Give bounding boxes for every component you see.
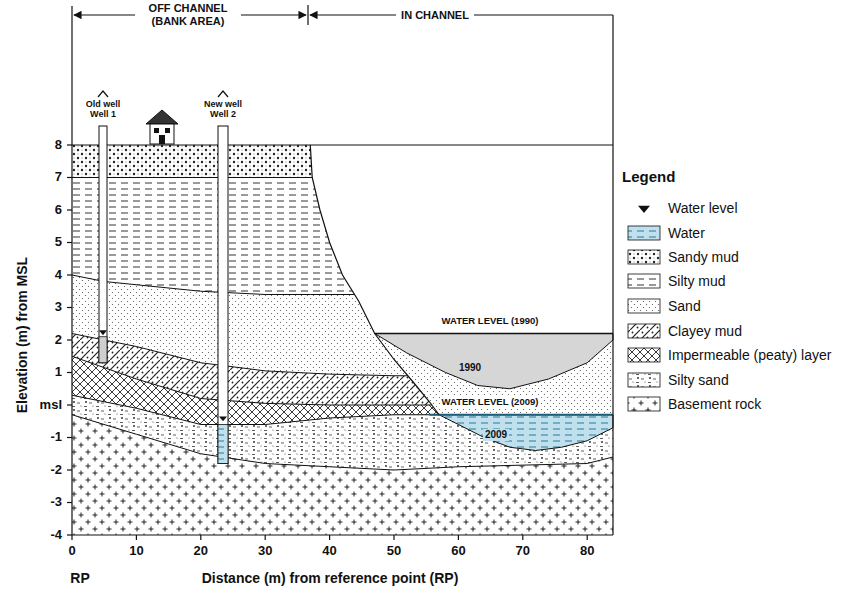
well xyxy=(218,91,228,464)
annotation-label: 2009 xyxy=(483,429,509,441)
ground-top-line xyxy=(72,145,613,146)
layer-boundary xyxy=(72,275,613,295)
legend-swatch xyxy=(628,226,660,240)
annotation-label: Legend xyxy=(622,168,675,185)
legend-swatch xyxy=(628,397,660,411)
legend-label: Basement rock xyxy=(668,396,761,412)
extent-arrow xyxy=(241,14,306,15)
well-cap-arrow xyxy=(98,91,108,97)
axis-tick-label: 1 xyxy=(55,365,62,380)
axis-tick-label: 80 xyxy=(580,544,594,559)
legend-swatch xyxy=(628,250,660,264)
axis-tick-label: 6 xyxy=(55,203,62,218)
axis-tick-label: 7 xyxy=(55,170,62,185)
annotation-label: Old well Well 1 xyxy=(81,99,125,120)
legend-label: Sandy mud xyxy=(668,249,739,265)
legend-label: Clayey mud xyxy=(668,323,742,339)
water-level-line xyxy=(429,414,613,416)
axis-tick-label: 4 xyxy=(55,268,62,283)
legend-swatch xyxy=(628,348,660,362)
legend-label: Water xyxy=(668,225,705,241)
channel-1990 xyxy=(375,334,613,389)
legend-swatch xyxy=(628,299,660,313)
axis-tick-label: 3 xyxy=(55,300,62,315)
axis-tick-label: 8 xyxy=(55,138,62,153)
axis-title: Distance (m) from reference point (RP) xyxy=(202,570,459,586)
axis-tick-label: -3 xyxy=(50,495,62,510)
legend-swatch xyxy=(638,206,650,213)
axis-tick-label: 50 xyxy=(387,544,401,559)
soil-layers xyxy=(72,145,613,535)
axis-tick-label: 10 xyxy=(129,544,143,559)
axis-tick-label: msl xyxy=(40,398,62,413)
axis-title: Elevation (m) from MSL xyxy=(14,257,30,413)
layer-boundary xyxy=(72,177,613,178)
axis-tick-label: -1 xyxy=(50,430,62,445)
legend-swatch xyxy=(628,324,660,338)
axis-tick-label: -2 xyxy=(50,463,62,478)
well-casing xyxy=(218,126,228,464)
well xyxy=(98,91,108,363)
axes xyxy=(67,5,613,540)
bank-outline xyxy=(310,145,439,415)
legend-label: Water level xyxy=(668,200,738,216)
channel-infill-sand xyxy=(375,334,613,415)
legend-label: Sand xyxy=(668,298,701,314)
annotation-label: WATER LEVEL (1990) xyxy=(442,316,539,327)
axis-tick-label: 30 xyxy=(258,544,272,559)
legend-label: Silty sand xyxy=(668,372,729,388)
legend-swatches xyxy=(628,206,660,411)
water-2009 xyxy=(439,415,613,451)
water-level-marker xyxy=(219,416,227,421)
legend-label: Silty mud xyxy=(668,273,726,289)
annotation-label: RP xyxy=(70,570,89,586)
water-level-line xyxy=(375,333,613,335)
well-water xyxy=(218,425,228,464)
legend-swatch xyxy=(628,274,660,288)
annotation-label: 1990 xyxy=(459,362,481,374)
well-casing xyxy=(99,126,107,363)
annotation-label: OFF CHANNEL (BANK AREA) xyxy=(140,2,236,27)
legend-swatch xyxy=(628,373,660,387)
axis-tick-label: 40 xyxy=(322,544,336,559)
axis-tick-label: 0 xyxy=(68,544,75,559)
extent-arrow xyxy=(310,14,396,15)
well-cap-arrow xyxy=(218,91,228,97)
soil-layer xyxy=(72,145,613,178)
annotation-label: New well Well 2 xyxy=(201,99,245,120)
axis-tick-label: 70 xyxy=(516,544,530,559)
annotation-label: IN CHANNEL xyxy=(401,9,469,22)
extent-line xyxy=(474,14,613,15)
well-water xyxy=(99,337,107,363)
soil-layer xyxy=(72,178,613,295)
axis-tick-label: 2 xyxy=(55,333,62,348)
axis-tick-label: 20 xyxy=(194,544,208,559)
axis-tick-label: -4 xyxy=(50,528,62,543)
legend-label: Impermeable (peaty) layer xyxy=(668,347,831,363)
axis-tick-label: 5 xyxy=(55,235,62,250)
water-level-marker xyxy=(99,330,107,335)
annotation-label: WATER LEVEL (2009) xyxy=(440,397,541,408)
layer-boundary xyxy=(72,415,613,470)
house-icon xyxy=(146,110,178,144)
axis-tick-label: 60 xyxy=(451,544,465,559)
extent-arrow xyxy=(74,14,135,15)
